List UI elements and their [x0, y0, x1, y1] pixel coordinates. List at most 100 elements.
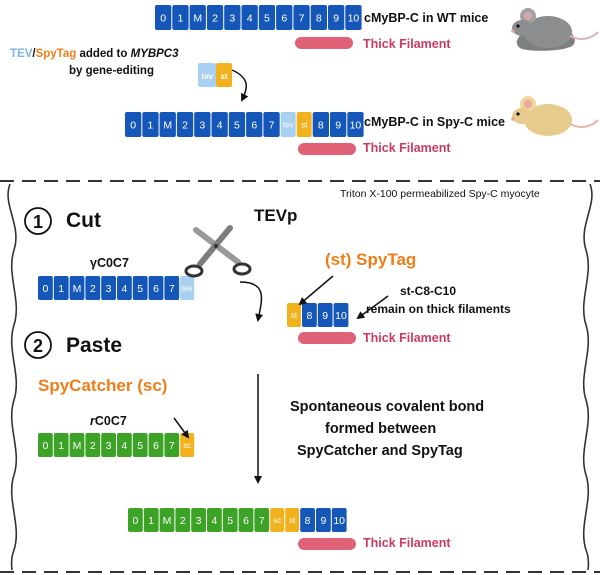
domain-m-box: [159, 112, 176, 137]
domain-2-label: 2: [182, 119, 188, 131]
spyc-mouse-icon: [511, 96, 599, 136]
rcoc7-label: rC0C7: [90, 414, 127, 428]
domain-6-label: 6: [153, 283, 159, 295]
tev-tag-text: tev: [201, 72, 213, 81]
domain-0-box: [155, 5, 172, 30]
domain-2-box: [175, 508, 191, 532]
st-tag-box: [287, 303, 301, 327]
domain-3-label: 3: [199, 119, 205, 131]
tev-word: TEV: [10, 48, 33, 60]
domain-10-box: [331, 508, 347, 532]
mid-filament-label: Thick Filament: [363, 331, 451, 345]
bond-line3: SpyCatcher and SpyTag: [297, 443, 463, 459]
domain-9-label: 9: [320, 515, 326, 527]
domain-7-box: [164, 433, 180, 457]
remain-pointer-arrow: [356, 295, 389, 320]
wt-label: cMyBP-C in WT mice: [364, 11, 489, 25]
tev-tag-box: [180, 276, 195, 300]
tev-st-insert: tev st: [198, 63, 232, 87]
domain-0-box: [38, 433, 53, 457]
spyc-label: cMyBP-C in Spy-C mice: [364, 115, 506, 129]
domain-1-box: [142, 112, 159, 137]
domain-m-box: [189, 5, 206, 30]
domain-4-label: 4: [247, 12, 253, 24]
domain-8-box: [310, 5, 327, 30]
domain-5-box: [222, 508, 238, 532]
domain-6-box: [246, 112, 263, 137]
domain-7-label: 7: [269, 119, 275, 131]
spytag-pointer-arrow: [298, 275, 334, 306]
domain-2-label: 2: [212, 12, 218, 24]
domain-5-label: 5: [137, 440, 143, 452]
gene-edit-arrow: [231, 69, 249, 102]
domain-m-box: [69, 276, 85, 300]
sc-tag-label: sc: [183, 441, 191, 450]
domain-m-label: M: [163, 515, 172, 527]
domain-0-box: [38, 276, 53, 300]
domain-2-box: [85, 276, 101, 300]
domain-10-label: 10: [333, 515, 345, 527]
domain-5-label: 5: [137, 283, 143, 295]
domain-1-box: [143, 508, 159, 532]
scissors-icon: [184, 225, 252, 278]
st-tag-label: st: [291, 311, 298, 320]
domain-m-label: M: [73, 440, 82, 452]
domain-5-label: 5: [227, 515, 233, 527]
domain-3-box: [191, 508, 206, 532]
domain-4-box: [211, 112, 228, 137]
domain-8-box: [312, 112, 329, 137]
step2-number: 2: [33, 336, 43, 356]
domain-7-box: [254, 508, 270, 532]
step2-circle: [24, 331, 52, 359]
domain-3-box: [101, 433, 116, 457]
ycoc7-label: γC0C7: [90, 256, 129, 270]
domain-4-label: 4: [121, 440, 127, 452]
domain-0-label: 0: [132, 515, 138, 527]
domain-6-label: 6: [153, 440, 159, 452]
sc-tag-box: [180, 433, 195, 457]
domain-1-box: [53, 433, 69, 457]
domain-2-label: 2: [90, 440, 96, 452]
st-tag-box: [285, 508, 300, 532]
gene-name: MYBPC3: [130, 48, 179, 60]
st-c8-c10-line2: remain on thick filaments: [366, 302, 511, 316]
domain-1-label: 1: [178, 12, 184, 24]
domain-5-label: 5: [264, 12, 270, 24]
final-filament-label: Thick Filament: [363, 536, 451, 550]
domain-0-label: 0: [42, 283, 48, 295]
domain-2-box: [176, 112, 194, 137]
domain-6-box: [148, 276, 164, 300]
domain-1-label: 1: [58, 440, 64, 452]
domain-1-label: 1: [58, 283, 64, 295]
domain-8-box: [300, 508, 315, 532]
sc-pointer-arrow: [173, 417, 190, 439]
domain-6-box: [148, 433, 164, 457]
domain-4-label: 4: [121, 283, 127, 295]
spytag-label: (st) SpyTag: [325, 250, 417, 269]
domain-m-box: [159, 508, 175, 532]
domain-4-box: [241, 5, 258, 30]
domain-9-label: 9: [322, 310, 328, 322]
sc-tag-box: [270, 508, 285, 532]
domain-9-box: [330, 112, 347, 137]
final-thick-filament: [298, 538, 356, 550]
domain-6-box: [276, 5, 293, 30]
tev-tag-label: tev: [283, 120, 294, 129]
panel-left-wavy-border: [7, 183, 18, 571]
domain-3-box: [194, 112, 211, 137]
domain-m-label: M: [193, 12, 202, 24]
domain-6-label: 6: [243, 515, 249, 527]
gene-edit-line2: by gene-editing: [69, 65, 154, 77]
rcoc7-rest: C0C7: [94, 414, 127, 428]
step2-title: Paste: [66, 334, 123, 357]
gene-edit-line1: TEV/SpyTag added to MYBPC3: [10, 48, 179, 60]
domain-10-label: 10: [335, 310, 347, 322]
domain-8-label: 8: [318, 119, 324, 131]
domain-4-label: 4: [217, 119, 223, 131]
domain-5-box: [228, 112, 246, 137]
cut-arrow: [239, 281, 264, 322]
